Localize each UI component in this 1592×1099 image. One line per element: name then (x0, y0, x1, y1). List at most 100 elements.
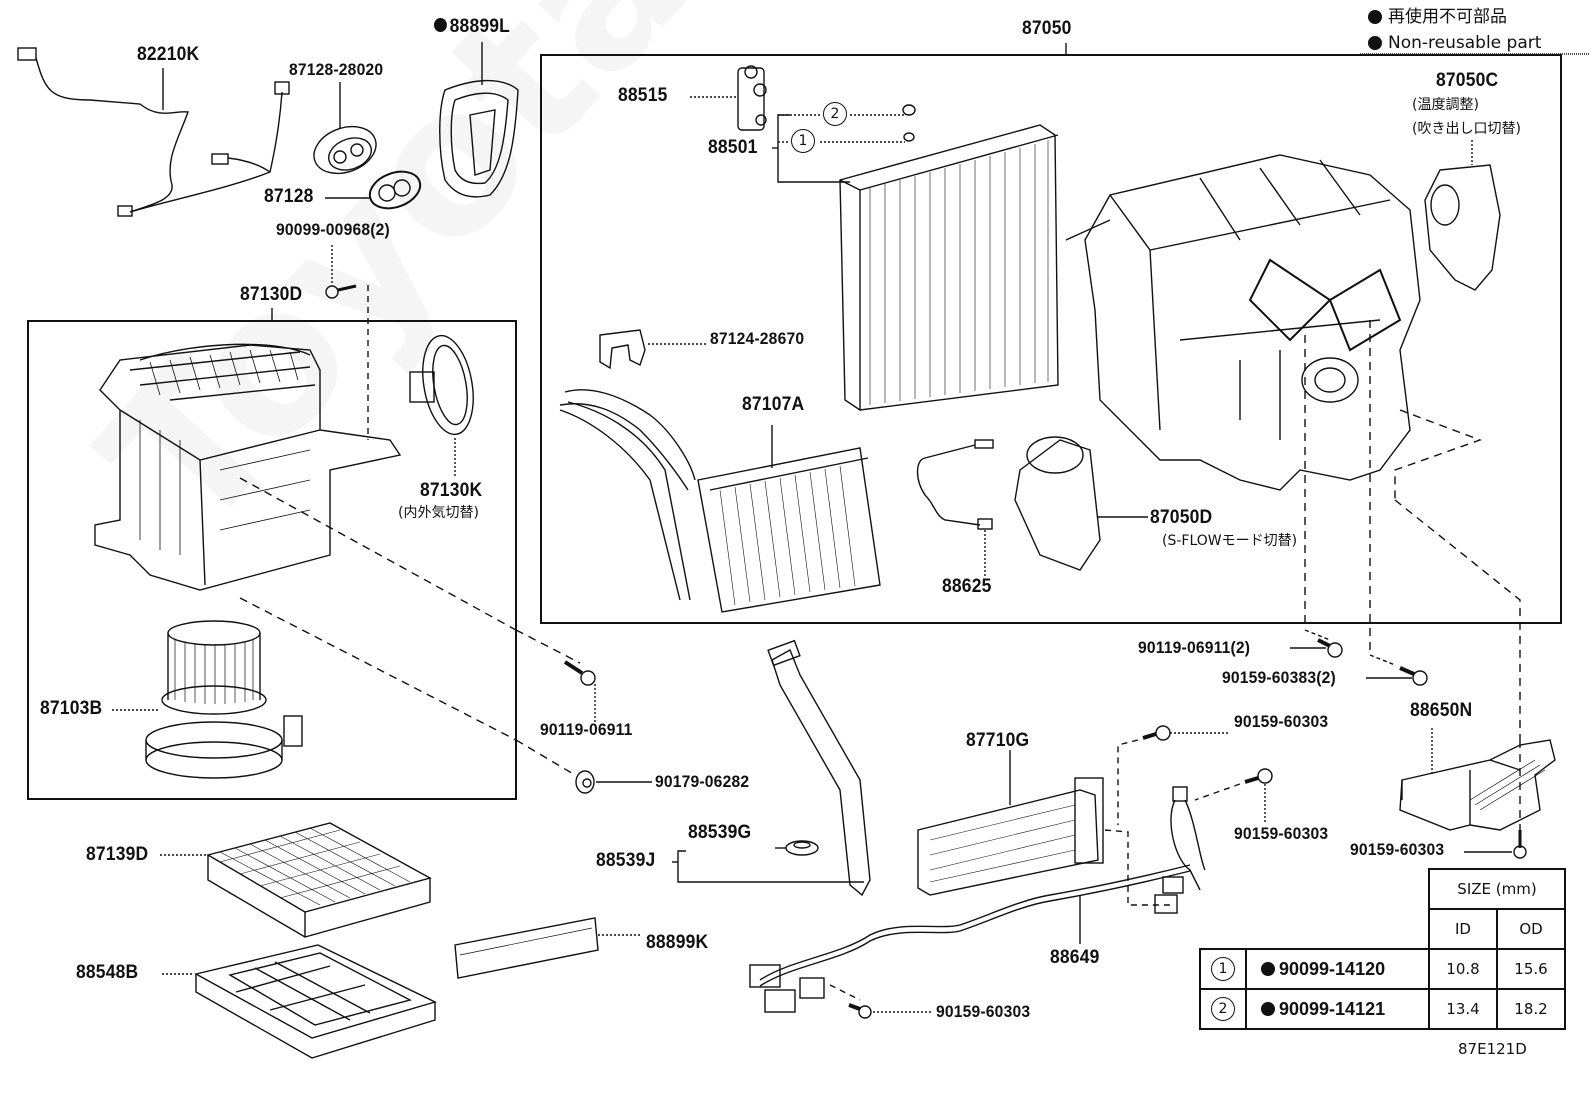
blower-case-87130D-art (94, 343, 402, 591)
callout-1: 1 (791, 129, 815, 153)
non-reusable-dot-icon (1368, 36, 1382, 50)
filter-87139D-art (160, 822, 432, 938)
legend-jp-text: 再使用不可部品 (1388, 7, 1507, 27)
table-row: 1 90099-14120 10.8 15.6 (1199, 948, 1566, 990)
part-label-87050[interactable]: 87050 (1022, 18, 1072, 39)
callout-ref: 1 (1211, 957, 1235, 981)
part-label-88649[interactable]: 88649 (1050, 947, 1100, 968)
size-table-header: SIZE (mm) (1428, 868, 1566, 910)
part-label-88899K[interactable]: 88899K (646, 932, 709, 953)
grommet-87128-art (325, 170, 422, 210)
plate-88899K-art (454, 917, 642, 979)
legend: 再使用不可部品 Non-reusable part (1368, 4, 1541, 56)
non-reusable-dot-icon (1261, 961, 1275, 976)
tray-88548B-art (162, 944, 437, 1059)
seal-88899L-art (439, 42, 519, 198)
part-label-88539G[interactable]: 88539G (688, 822, 752, 843)
callout-2: 2 (823, 102, 847, 126)
part-label-90159-60383[interactable]: 90159-60383(2) (1222, 668, 1336, 687)
part-number: 90099-14121 (1279, 998, 1386, 1019)
part-label-88539J[interactable]: 88539J (596, 850, 656, 871)
part-label-90159-60303-c[interactable]: 90159-60303 (1350, 840, 1445, 859)
grommet-87128-28020-art (313, 82, 377, 175)
actuator-87130K-art (409, 334, 474, 478)
size-table-header-row: SIZE (mm) (1200, 868, 1566, 910)
part-note-87050C-temp: (温度調整) (1412, 97, 1479, 113)
clip-87124-28670-art (599, 329, 706, 370)
part-cell[interactable]: 90099-14121 (1245, 988, 1430, 1030)
ref-cell: 1 (1199, 948, 1247, 990)
size-table-spacer (1200, 909, 1429, 949)
non-reusable-dot-icon (434, 18, 447, 32)
part-label-88650N[interactable]: 88650N (1410, 700, 1473, 721)
screw-90159-60383-pair-art (1366, 654, 1428, 686)
part-label-88625[interactable]: 88625 (942, 576, 992, 597)
assembly-87050-frame (540, 54, 1562, 624)
hvac-case-art (1065, 154, 1421, 491)
legend-row-en: Non-reusable part (1368, 30, 1541, 56)
part-label-87130K[interactable]: 87130K (420, 480, 483, 501)
ecu-88650N-art (1399, 728, 1556, 859)
drain-hose-88539J-art (672, 639, 871, 897)
part-label-88899L[interactable]: 88899L (434, 16, 510, 38)
part-label-87050C[interactable]: 87050C (1436, 70, 1499, 91)
heater-core-87107A-art (559, 389, 881, 613)
part-number: 90099-14120 (1279, 958, 1386, 979)
screw-90159-60303-b-art (1194, 768, 1273, 822)
legend-en-text: Non-reusable part (1388, 33, 1542, 53)
wire-harness-82210K-art (17, 47, 290, 217)
part-label-87710G[interactable]: 87710G (966, 730, 1030, 751)
blower-motor-87103B-art (112, 620, 303, 779)
size-table-subheader-row: ID OD (1200, 908, 1566, 950)
part-label-87107A[interactable]: 87107A (742, 394, 805, 415)
dashed-leader-a (239, 477, 517, 631)
part-label-87124-28670[interactable]: 87124-28670 (710, 329, 805, 348)
part-label-87050D[interactable]: 87050D (1150, 507, 1213, 528)
size-table-spacer (1200, 869, 1429, 909)
part-label-90159-60303-b[interactable]: 90159-60303 (1234, 824, 1329, 843)
ptc-heater-87710G-art (917, 750, 1104, 896)
screw-90119-06911-art (563, 660, 596, 725)
non-reusable-dot-icon (1368, 10, 1382, 24)
part-label-90159-60303-a[interactable]: 90159-60303 (1234, 712, 1329, 731)
part-label-90119-06911-pair[interactable]: 90119-06911(2) (1138, 638, 1251, 657)
expansion-valve-88515-art (690, 65, 767, 131)
size-table-col-id: ID (1428, 908, 1498, 950)
part-label-87128-28020[interactable]: 87128-28020 (289, 60, 384, 79)
part-label-90179-06282[interactable]: 90179-06282 (655, 772, 750, 791)
part-label-82210K[interactable]: 82210K (137, 44, 200, 65)
part-number: 88899L (449, 16, 511, 37)
nut-90179-06282-art (575, 770, 652, 794)
part-cell[interactable]: 90099-14120 (1245, 948, 1430, 990)
actuator-87050C-art (1424, 140, 1501, 291)
bracket-88501-art (772, 104, 916, 183)
sensor-88625-art (916, 439, 994, 576)
evaporator-art (839, 124, 1059, 411)
part-label-88548B[interactable]: 88548B (76, 962, 139, 983)
id-cell: 13.4 (1428, 988, 1498, 1030)
table-row: 2 90099-14121 13.4 18.2 (1199, 988, 1566, 1030)
part-note-87050C-outlet: (吹き出し口切替) (1412, 121, 1521, 137)
non-reusable-dot-icon (1261, 1001, 1275, 1016)
part-label-90099-00968[interactable]: 90099-00968(2) (276, 220, 390, 239)
size-table: SIZE (mm) ID OD 1 90099-14120 10.8 15.6 … (1199, 868, 1566, 1030)
part-label-88501[interactable]: 88501 (708, 137, 758, 158)
assembly-87130D-frame (27, 320, 517, 800)
legend-row-jp: 再使用不可部品 (1368, 4, 1541, 30)
ref-cell: 2 (1199, 988, 1247, 1030)
dashed-leader-b (239, 597, 517, 741)
part-label-87139D[interactable]: 87139D (86, 844, 149, 865)
part-label-87103B[interactable]: 87103B (40, 698, 103, 719)
wire-harness-88649-art (749, 786, 1206, 1019)
part-note-87050D: (S-FLOWモード切替) (1162, 533, 1298, 549)
part-label-90119-06911[interactable]: 90119-06911 (540, 720, 633, 739)
id-cell: 10.8 (1428, 948, 1498, 990)
size-table-col-od: OD (1496, 908, 1566, 950)
part-label-88515[interactable]: 88515 (618, 85, 668, 106)
part-label-90159-60303-d[interactable]: 90159-60303 (936, 1002, 1031, 1021)
screw-90119-06911-pair-art (1290, 629, 1343, 658)
part-label-87130D[interactable]: 87130D (240, 284, 303, 305)
part-label-87128[interactable]: 87128 (264, 186, 314, 207)
